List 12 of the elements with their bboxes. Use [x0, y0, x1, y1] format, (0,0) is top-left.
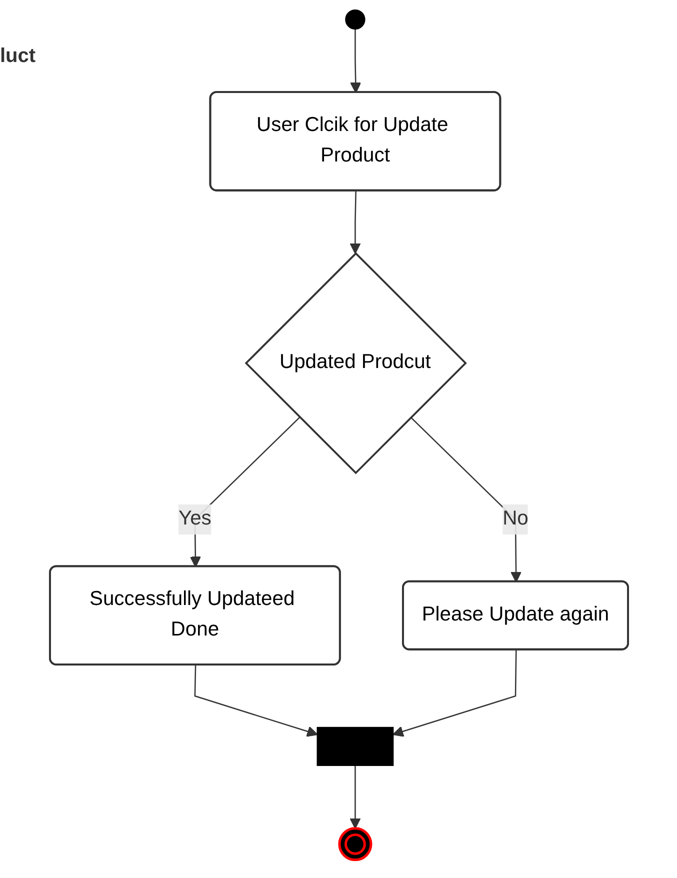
diagram-title: luct: [0, 45, 36, 68]
arrow: [349, 190, 360, 254]
edge-label: Yes: [178, 508, 211, 530]
arrow: [194, 665, 318, 737]
node-diamond: Updated Prodcut: [244, 252, 466, 474]
arrow: [392, 650, 516, 737]
node-circle: [344, 9, 365, 30]
arrow: [350, 29, 361, 94]
arrow: [349, 765, 360, 829]
node-circle: [338, 827, 372, 862]
edge-label: No: [502, 508, 528, 530]
node-bar: [316, 726, 394, 766]
